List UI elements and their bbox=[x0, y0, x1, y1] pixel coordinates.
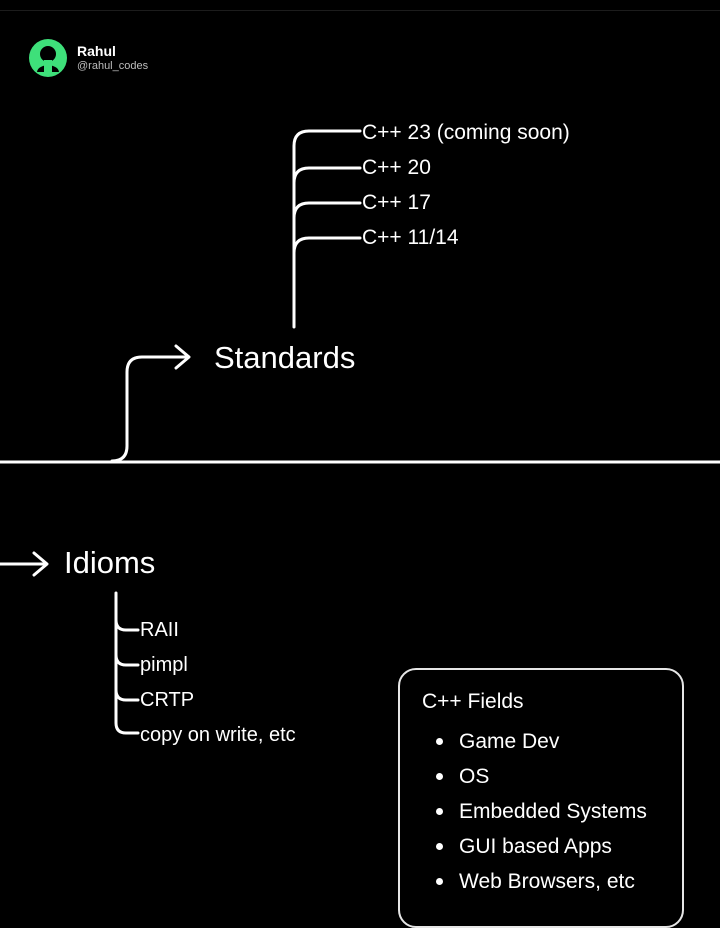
top-divider bbox=[0, 10, 720, 11]
idiom-item: copy on write, etc bbox=[140, 724, 296, 746]
author-header: Rahul @rahul_codes bbox=[28, 38, 148, 78]
field-label: OS bbox=[459, 764, 490, 788]
standards-arrow-icon bbox=[174, 344, 191, 370]
fields-title: C++ Fields bbox=[422, 690, 524, 713]
bullet-icon bbox=[436, 738, 443, 745]
diagram-connectors bbox=[0, 129, 720, 735]
field-label: GUI based Apps bbox=[459, 834, 612, 858]
standards-title: Standards bbox=[214, 340, 356, 375]
standards-tree-trunk bbox=[292, 129, 362, 329]
field-label: Game Dev bbox=[459, 729, 560, 753]
avatar-icon bbox=[29, 39, 67, 77]
author-name: Rahul bbox=[77, 43, 116, 59]
bullet-icon bbox=[436, 843, 443, 850]
standard-item: C++ 20 bbox=[362, 156, 431, 179]
cpp-fields-box: C++ Fields Game Dev OS Embedded Systems … bbox=[398, 668, 684, 928]
list-item: Embedded Systems bbox=[422, 794, 647, 829]
list-item: Game Dev bbox=[422, 724, 647, 759]
idiom-item: pimpl bbox=[140, 654, 188, 676]
bullet-icon bbox=[436, 878, 443, 885]
standard-item: C++ 11/14 bbox=[362, 226, 459, 249]
list-item: Web Browsers, etc bbox=[422, 864, 647, 899]
standard-item: C++ 23 (coming soon) bbox=[362, 121, 570, 144]
author-handle: @rahul_codes bbox=[77, 60, 149, 72]
standard-item: C++ 17 bbox=[362, 191, 431, 214]
author-text: Rahul @rahul_codes bbox=[77, 43, 148, 73]
idioms-tree-trunk bbox=[114, 591, 140, 735]
standards-tree-branch bbox=[292, 166, 362, 185]
bullet-icon bbox=[436, 773, 443, 780]
idioms-title: Idioms bbox=[64, 545, 156, 580]
standards-tree-branch bbox=[292, 201, 362, 220]
list-item: OS bbox=[422, 759, 647, 794]
idiom-item: CRTP bbox=[140, 689, 195, 711]
fields-list: Game Dev OS Embedded Systems GUI based A… bbox=[422, 724, 647, 899]
idioms-tree-branch bbox=[114, 653, 140, 667]
idioms-tree-branch bbox=[114, 618, 140, 632]
field-label: Web Browsers, etc bbox=[459, 869, 635, 893]
standards-tree-branch bbox=[292, 236, 362, 255]
idioms-tree-branch bbox=[114, 688, 140, 702]
field-label: Embedded Systems bbox=[459, 799, 647, 823]
idiom-item: RAII bbox=[140, 619, 179, 641]
idioms-arrow-icon bbox=[32, 551, 49, 577]
standards-branch-connector bbox=[110, 355, 190, 463]
bullet-icon bbox=[436, 808, 443, 815]
list-item: GUI based Apps bbox=[422, 829, 647, 864]
